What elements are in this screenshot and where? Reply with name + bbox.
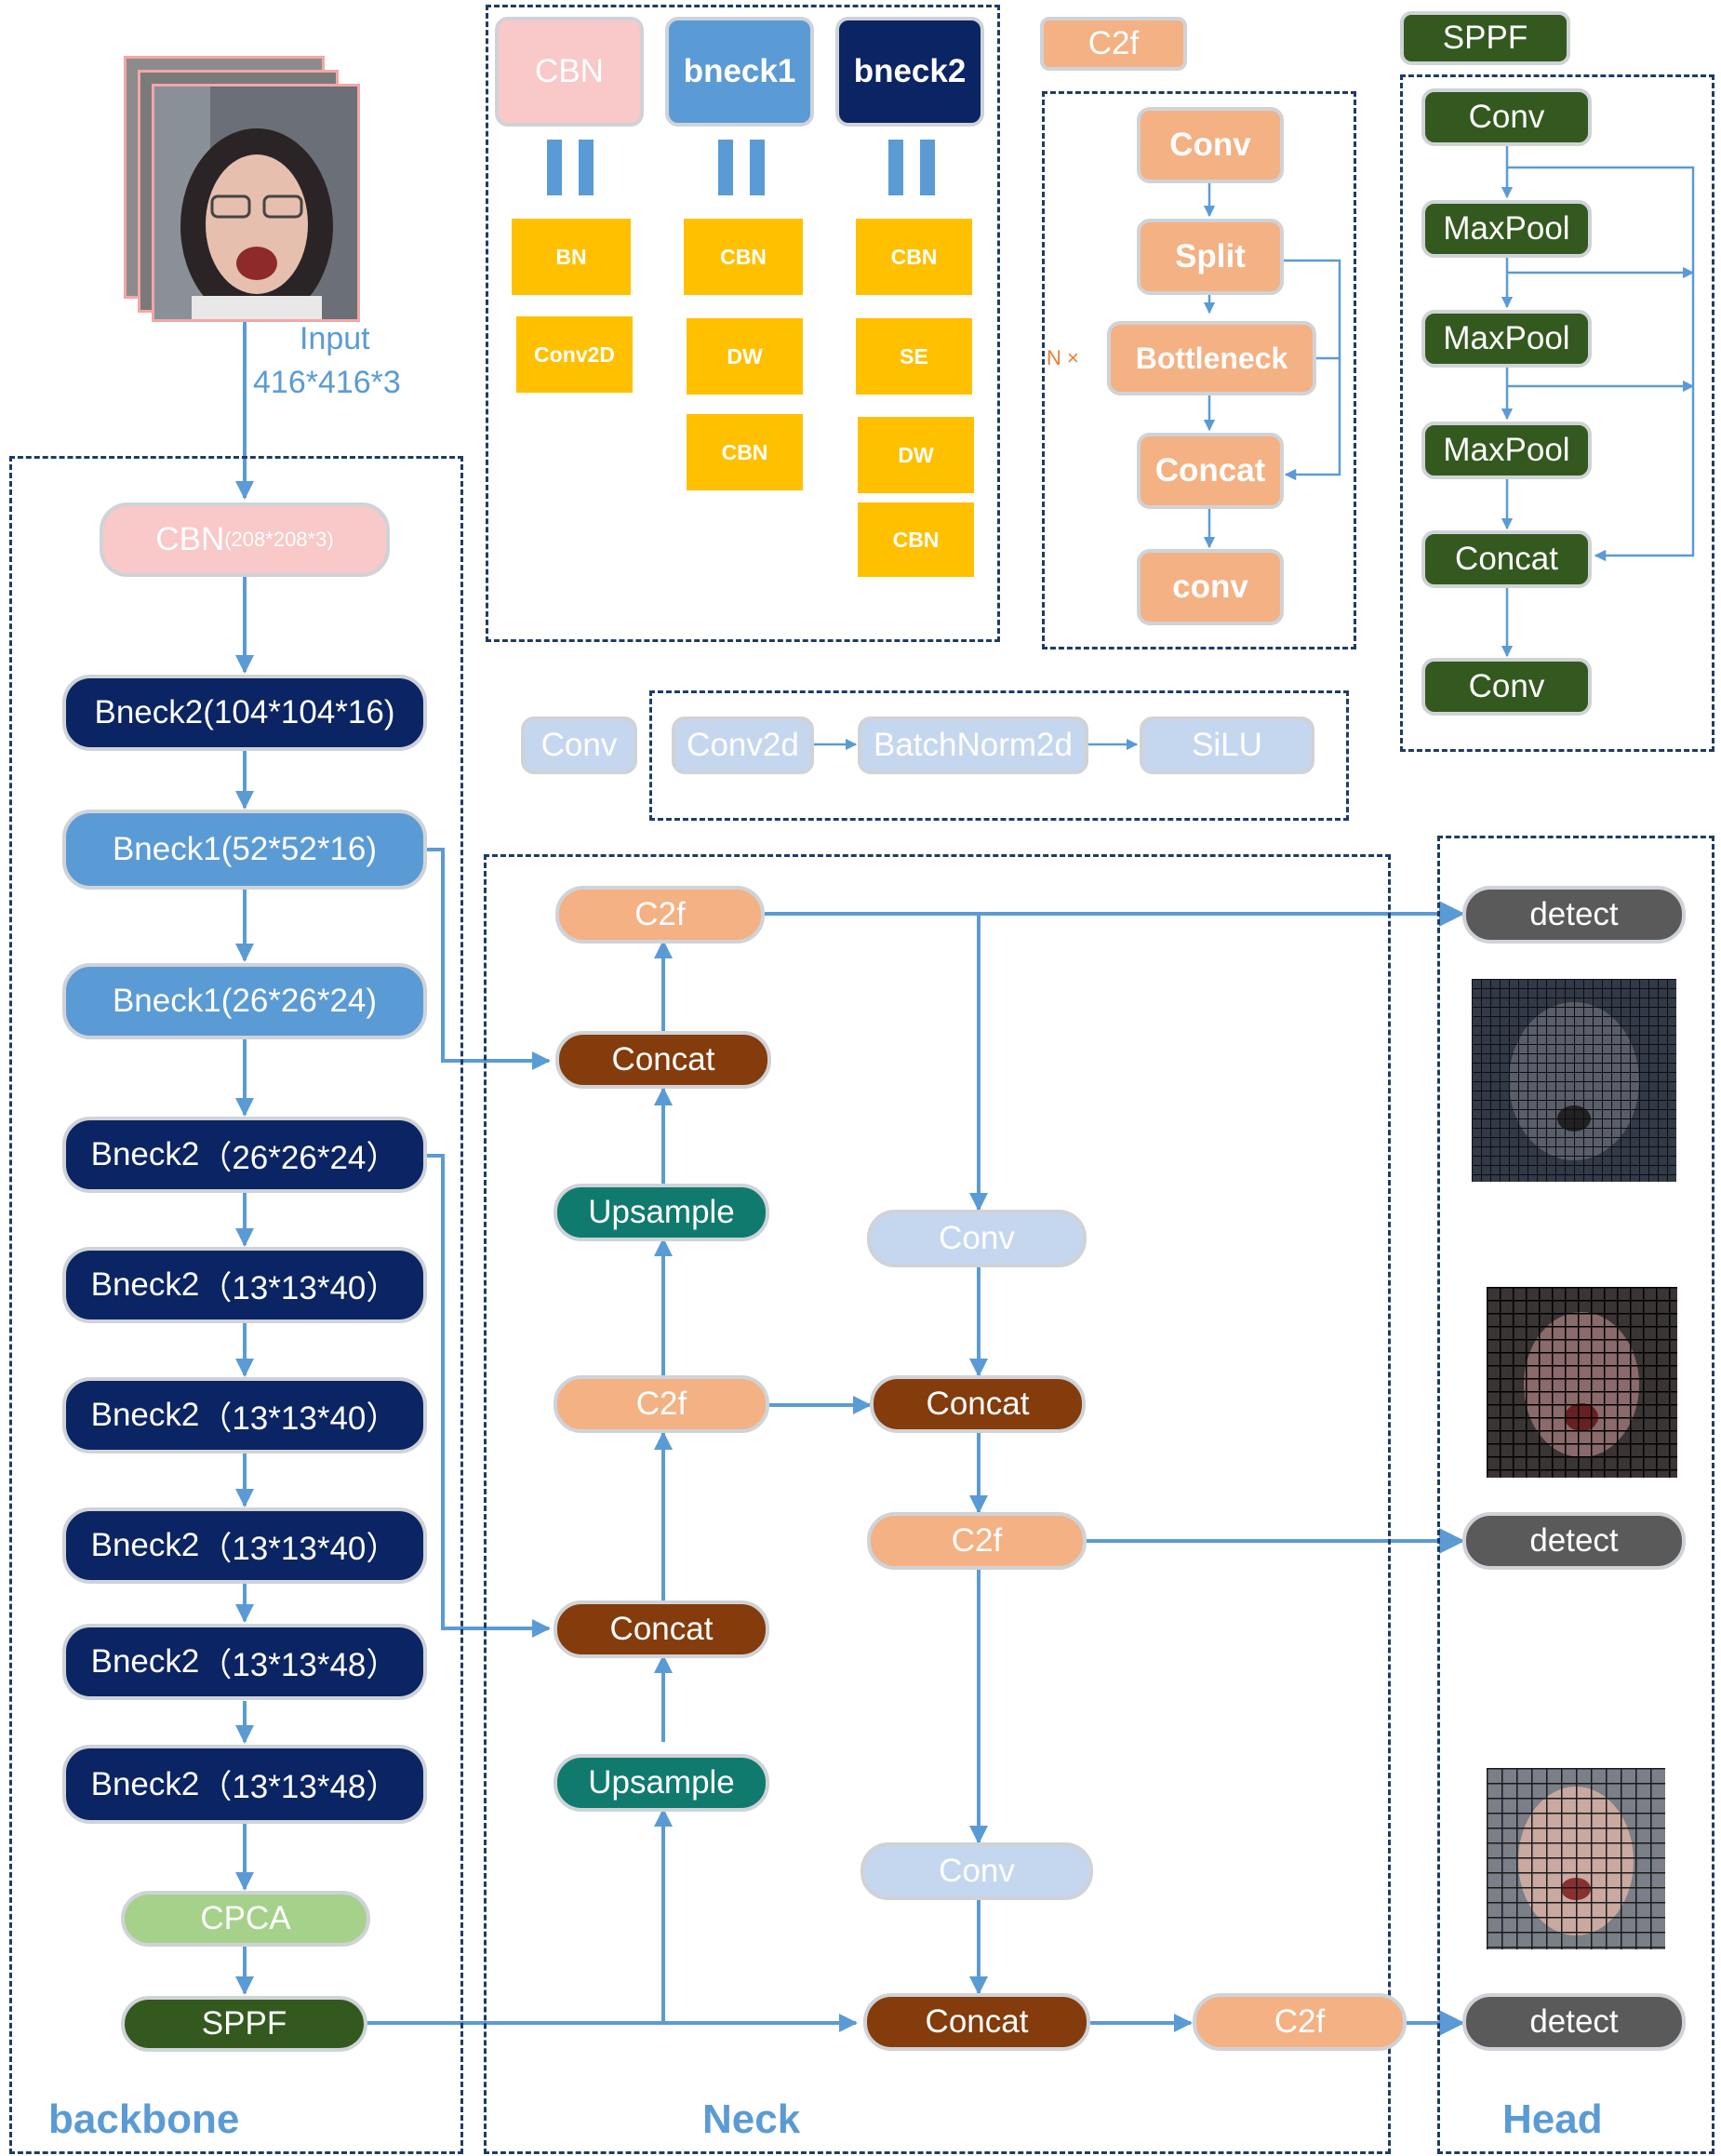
head-feature-map-medium (1487, 1287, 1677, 1478)
backbone-bneck1-1: Bneck1(52*52*16) (62, 810, 427, 890)
input-label: Input (300, 321, 370, 356)
legend-bneck1-cbn: CBN (684, 219, 803, 295)
arrow-skip-to-concat-b (419, 1154, 551, 1638)
backbone-bneck2-5: Bneck2（13*13*40） (62, 1507, 427, 1584)
neck-section-label: Neck (702, 2096, 801, 2142)
conv-legend-silu: SiLU (1140, 716, 1314, 774)
c2f-legend-region (1042, 91, 1356, 649)
neck-c2f-d: C2f (1193, 1993, 1407, 2051)
backbone-bneck2-7: Bneck2（13*13*48） (62, 1745, 427, 1824)
head-detect-1: detect (1462, 886, 1686, 944)
equals-bar (547, 140, 562, 195)
neck-concat-d: Concat (863, 1993, 1090, 2051)
c2f-legend-concat: Concat (1137, 433, 1284, 509)
arrow-c2f-legend-split-to-concat (1284, 259, 1341, 481)
input-size-label: 416*416*3 (253, 365, 401, 400)
backbone-bneck2-4: Bneck2（13*13*40） (62, 1377, 427, 1453)
c2f-legend-bottleneck: Bottleneck (1107, 321, 1316, 395)
backbone-bneck2-1: Bneck2(104*104*16) (62, 675, 427, 751)
neck-upsample-a: Upsample (554, 1184, 769, 1241)
neck-conv-b: Conv (860, 1842, 1093, 1900)
c2f-legend-title: C2f (1040, 17, 1187, 71)
conv-legend-conv2d: Conv2d (672, 716, 814, 774)
equals-bar (920, 140, 935, 195)
conv-legend-region (649, 690, 1349, 821)
head-region (1437, 836, 1714, 2154)
legend-bneck2-cbn-2: CBN (858, 502, 974, 577)
neck-c2f-c: C2f (867, 1512, 1087, 1570)
neck-concat-a: Concat (555, 1031, 771, 1089)
backbone-bneck1-2: Bneck1(26*26*24) (62, 963, 427, 1039)
backbone-cbn: CBN(208*208*3) (100, 502, 390, 577)
legend-bneck1-cbn-2: CBN (687, 414, 803, 490)
head-detect-3: detect (1462, 1993, 1686, 2051)
head-feature-map-fine (1487, 1768, 1665, 1949)
backbone-bneck2-3: Bneck2（13*13*40） (62, 1247, 427, 1323)
sppf-legend-maxpool-1: MaxPool (1421, 200, 1592, 258)
c2f-legend-repeat-label: N × (1047, 346, 1079, 369)
equals-bar (579, 140, 594, 195)
neck-c2f-mid: C2f (554, 1375, 769, 1433)
sppf-legend-concat: Concat (1421, 530, 1592, 588)
c2f-legend-split: Split (1137, 219, 1284, 295)
neck-c2f-top: C2f (555, 886, 765, 944)
conv-legend-title: Conv (521, 716, 637, 774)
backbone-bneck2-2: Bneck2（26*26*24） (62, 1117, 427, 1193)
backbone-cpca: CPCA (121, 1891, 370, 1947)
head-section-label: Head (1502, 2096, 1603, 2142)
arrow-sppf-legend-skip (1507, 166, 1695, 562)
legend-cbn-conv2d: Conv2D (516, 316, 633, 393)
sppf-legend-maxpool-3: MaxPool (1421, 422, 1592, 479)
legend-bneck2-cbn: CBN (856, 219, 972, 295)
neck-concat-c: Concat (870, 1375, 1086, 1433)
backbone-section-label: backbone (48, 2096, 240, 2142)
backbone-region (9, 456, 463, 2154)
sppf-legend-conv-out: Conv (1421, 658, 1592, 716)
neck-conv-a: Conv (867, 1210, 1087, 1267)
equals-bar (750, 140, 765, 195)
legend-cbn-bn: BN (512, 219, 631, 295)
legend-bneck1-dw: DW (687, 318, 803, 395)
sppf-legend-conv: Conv (1421, 88, 1592, 146)
sppf-legend-maxpool-2: MaxPool (1421, 310, 1592, 368)
backbone-bneck2-6: Bneck2（13*13*48） (62, 1624, 427, 1700)
head-feature-map-coarse (1472, 979, 1676, 1182)
arrow-skip-to-concat-a (419, 848, 551, 1070)
neck-upsample-b: Upsample (554, 1754, 769, 1812)
sppf-legend-title: SPPF (1400, 11, 1570, 65)
block-legend-region (486, 5, 1000, 642)
legend-cbn-header: CBN (495, 17, 644, 127)
equals-bar (888, 140, 903, 195)
legend-bneck2-se: SE (856, 318, 972, 395)
c2f-legend-conv-out: conv (1137, 549, 1284, 625)
input-face-image (152, 84, 360, 322)
neck-concat-b: Concat (554, 1600, 769, 1658)
neck-region (484, 854, 1391, 2154)
legend-bneck2-header: bneck2 (835, 17, 984, 127)
backbone-sppf: SPPF (121, 1996, 367, 2052)
sppf-legend-region (1400, 74, 1714, 752)
conv-legend-batchnorm2d: BatchNorm2d (858, 716, 1088, 774)
c2f-legend-conv: Conv (1137, 107, 1284, 183)
legend-bneck1-header: bneck1 (665, 17, 814, 127)
legend-bneck2-dw: DW (858, 417, 974, 493)
equals-bar (718, 140, 733, 195)
head-detect-2: detect (1462, 1512, 1686, 1570)
